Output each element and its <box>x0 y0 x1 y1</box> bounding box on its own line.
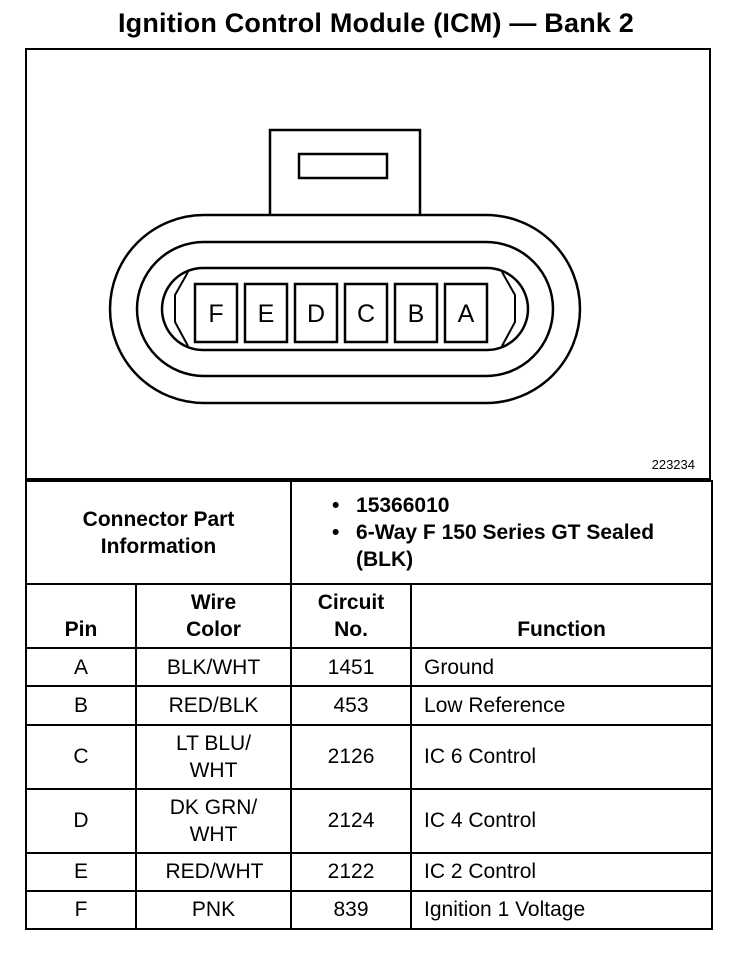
connector-table: Connector Part Information •15366010 •6-… <box>24 479 714 931</box>
pin-cell: D <box>25 787 137 854</box>
circuit-cell: 1451 <box>290 647 413 688</box>
column-header-circuit: Circuit No. <box>290 583 413 650</box>
left-latch <box>174 271 189 347</box>
page-title: Ignition Control Module (ICM) — Bank 2 <box>117 8 635 38</box>
column-header-pin: Pin <box>25 583 137 650</box>
function-cell: Ignition 1 Voltage <box>410 889 714 931</box>
pin-cavity <box>343 282 389 344</box>
pin-cavity <box>443 282 489 344</box>
pin-cavity-label: A <box>458 300 475 328</box>
figure-id: 223234 <box>651 457 695 472</box>
pin-cell: B <box>25 685 137 726</box>
right-latch <box>501 271 516 347</box>
function-cell: IC 2 Control <box>410 851 714 892</box>
column-header-function: Function <box>410 583 714 650</box>
wire-color-cell: BLK/WHT <box>134 647 293 688</box>
wire-color-cell: LT BLU/ WHT <box>134 723 293 790</box>
pin-cavity-label: C <box>357 300 375 328</box>
pin-cell: E <box>25 851 137 892</box>
connector-info-value: •15366010 •6-Way F 150 Series GT Sealed … <box>290 479 714 586</box>
pin-cavity <box>293 282 339 344</box>
connector-info-label: Connector Part Information <box>24 479 293 586</box>
wire-color-cell: DK GRN/ WHT <box>134 787 293 854</box>
pin-cell: C <box>25 723 137 790</box>
pin-cavity-label: D <box>307 300 325 328</box>
table-header-row: Pin Wire Color Circuit No. Function <box>25 583 714 650</box>
function-cell: IC 6 Control <box>410 723 714 790</box>
pin-cell: A <box>25 647 137 688</box>
circuit-cell: 453 <box>290 685 413 726</box>
wire-color-cell: PNK <box>134 889 293 931</box>
column-header-wire-color: Wire Color <box>134 583 293 650</box>
connector-info-row: Connector Part Information •15366010 •6-… <box>24 479 714 586</box>
pin-cavity <box>393 282 439 344</box>
connector-diagram: F E D C B A 223234 <box>25 48 711 480</box>
connector-info-item: •15366010 <box>332 494 450 518</box>
function-cell: IC 4 Control <box>410 787 714 854</box>
circuit-cell: 2122 <box>290 851 413 892</box>
circuit-cell: 839 <box>290 889 413 931</box>
pin-cavity <box>193 282 239 344</box>
pin-cavity-label: B <box>408 300 425 328</box>
pin-cavity <box>243 282 289 344</box>
circuit-cell: 2124 <box>290 787 413 854</box>
function-cell: Low Reference <box>410 685 714 726</box>
wire-color-cell: RED/BLK <box>134 685 293 726</box>
function-cell: Ground <box>410 647 714 688</box>
connector-info-item: •6-Way F 150 Series GT Sealed (BLK) <box>332 521 655 572</box>
pin-cell: F <box>25 889 137 931</box>
pin-cavity-label: F <box>208 300 223 328</box>
circuit-cell: 2126 <box>290 723 413 790</box>
pin-cavity-label: E <box>258 300 275 328</box>
wire-color-cell: RED/WHT <box>134 851 293 892</box>
locking-tab-slot <box>297 152 389 180</box>
